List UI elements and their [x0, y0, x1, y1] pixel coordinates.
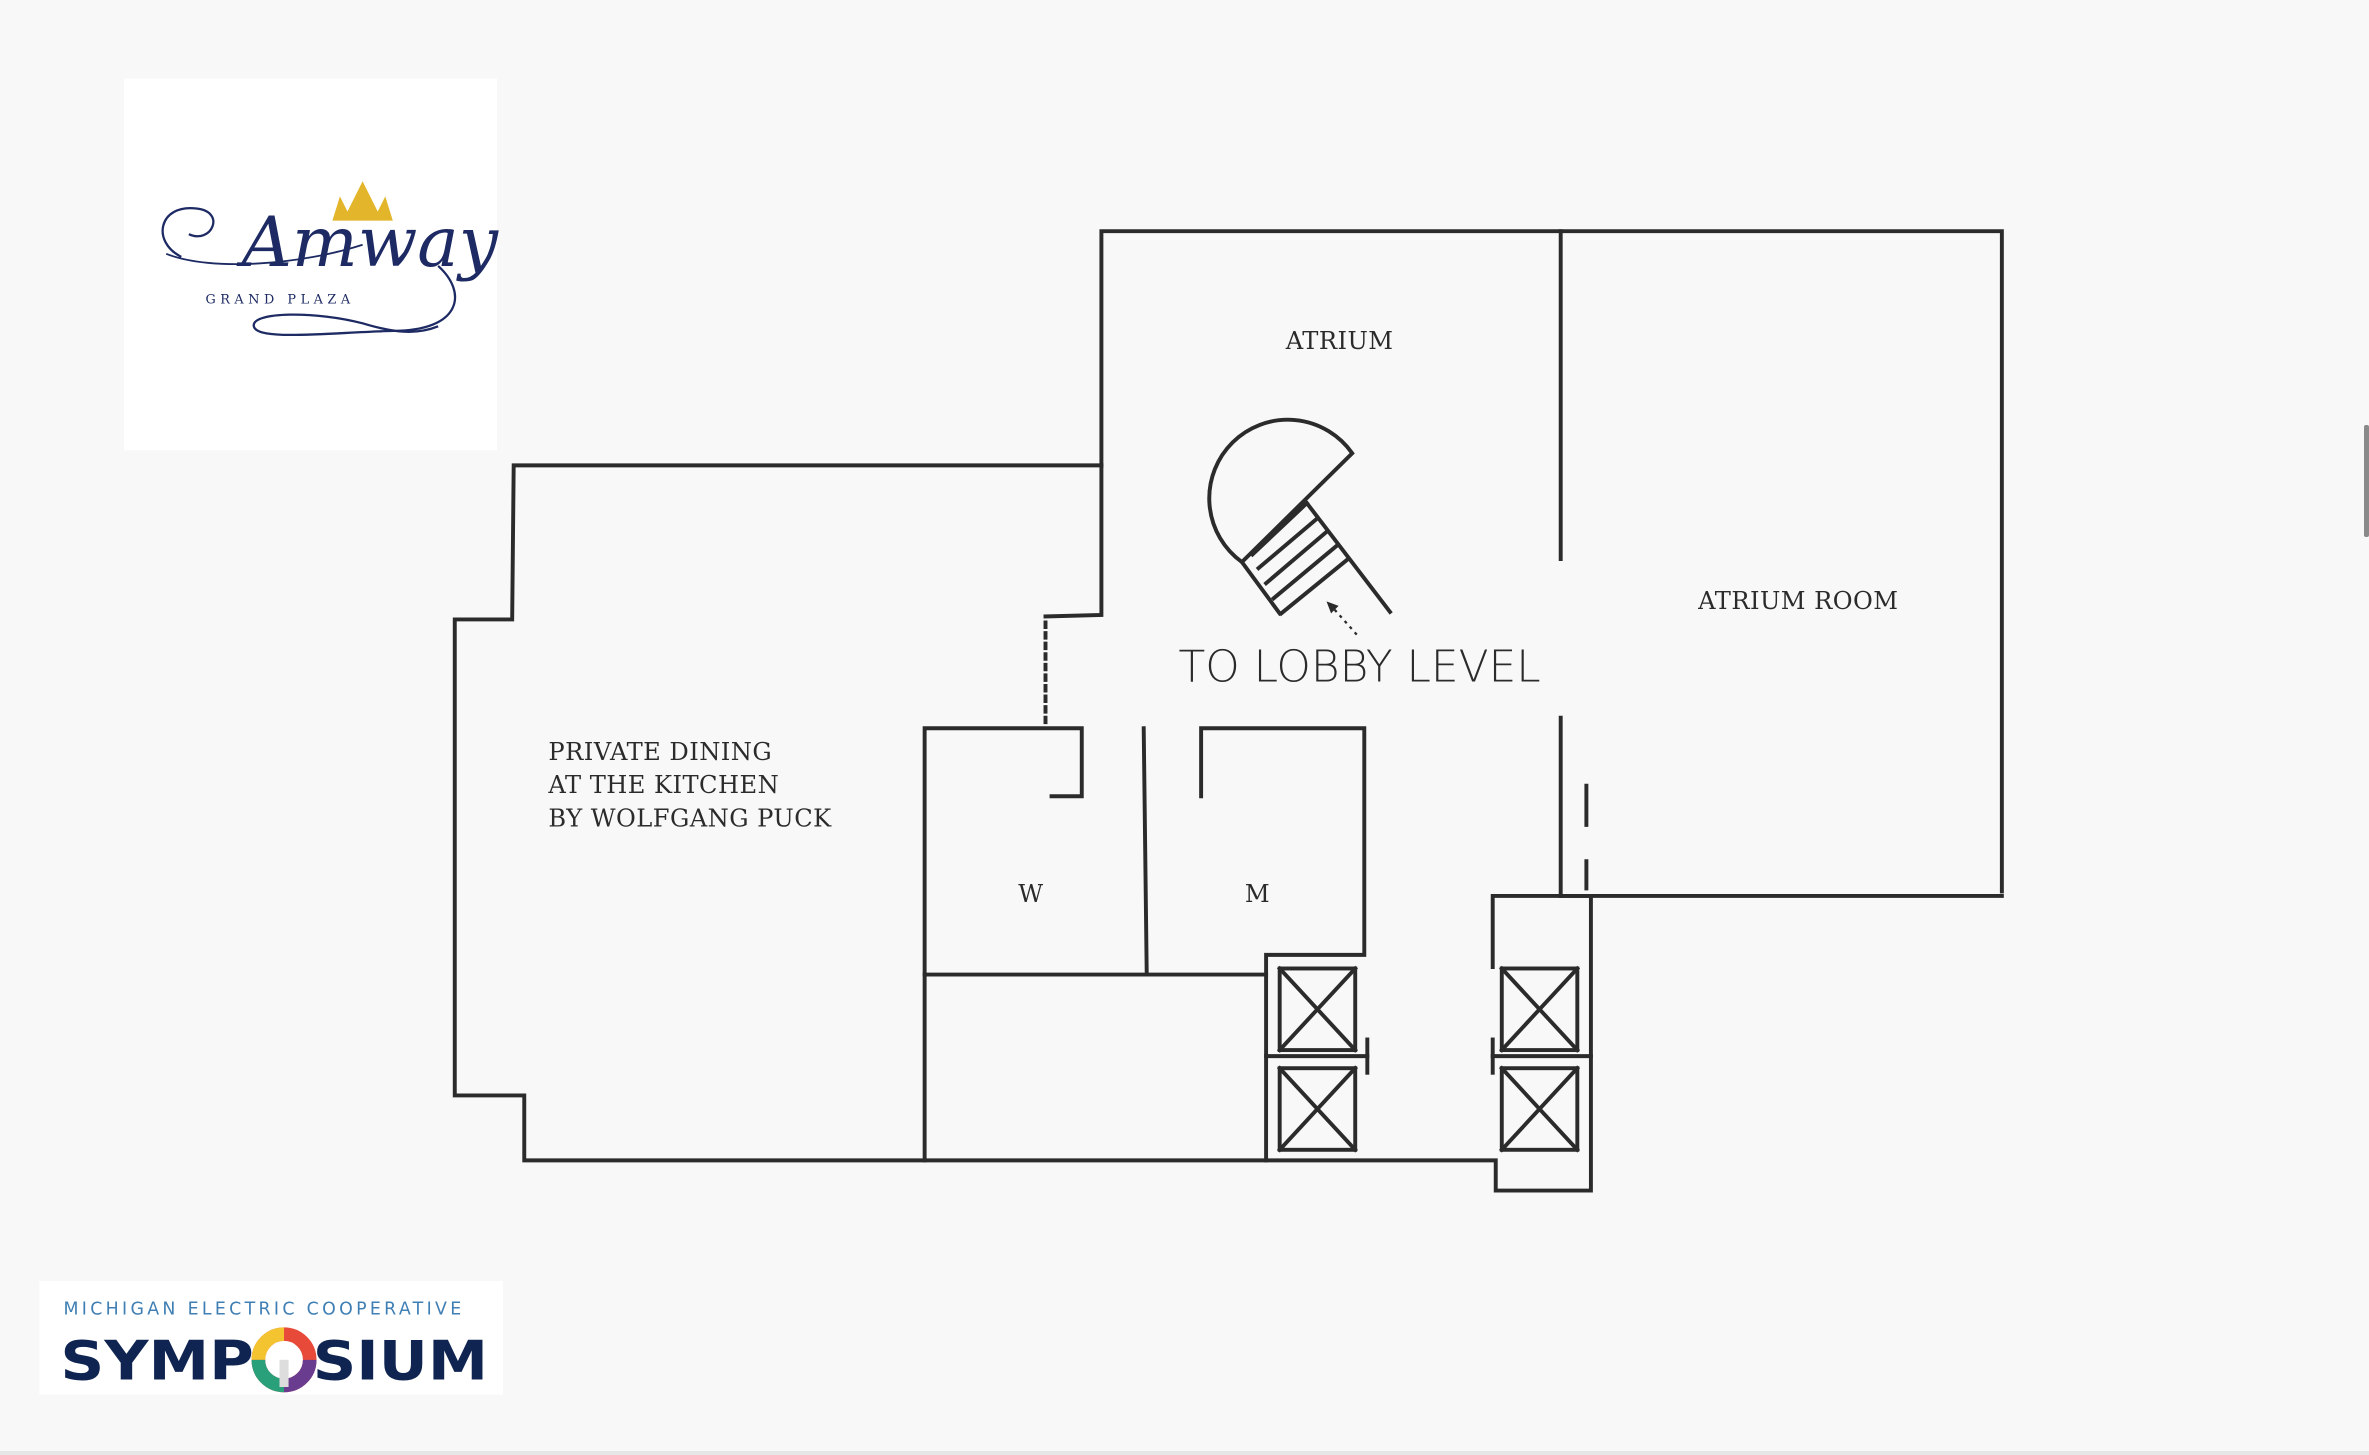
scrollbar[interactable]: [2364, 425, 2369, 537]
page-bottom-divider: [0, 1451, 2369, 1455]
room-label-atrium: ATRIUM: [1285, 327, 1394, 355]
restroom-label-women: W: [1018, 880, 1043, 908]
elevator-icon: [1276, 1065, 1359, 1153]
symposium-logo: MICHIGAN ELECTRIC COOPERATIVE SYMP SIUM: [39, 1281, 504, 1395]
elevator-icon: [1499, 1065, 1581, 1153]
arrow-icon: [1331, 606, 1358, 636]
room-label-atrium-room: ATRIUM ROOM: [1697, 587, 1898, 615]
elevator-icon: [1499, 965, 1581, 1053]
elevators: [1276, 965, 1581, 1153]
walls: [452, 229, 2004, 1193]
lightbulb-icon: [251, 1327, 317, 1393]
restroom-label-men: M: [1245, 880, 1270, 908]
room-label-private-dining-1: PRIVATE DINING: [548, 738, 772, 766]
grand-plaza-text: GRAND PLAZA: [205, 293, 354, 308]
amway-grand-plaza-logo: Amway GRAND PLAZA: [123, 78, 499, 451]
room-label-private-dining-2: AT THE KITCHEN: [547, 771, 779, 799]
room-label-private-dining-3: BY WOLFGANG PUCK: [548, 804, 832, 832]
symposium-tagline: MICHIGAN ELECTRIC COOPERATIVE: [63, 1299, 464, 1319]
elevator-icon: [1276, 965, 1359, 1053]
staircase-icon: [1207, 417, 1393, 636]
to-lobby-level-label: TO LOBBY LEVEL: [1178, 641, 1540, 692]
symposium-word-left: SYMP: [60, 1329, 253, 1392]
symposium-word-right: SIUM: [313, 1329, 488, 1392]
crown-icon: [332, 181, 393, 221]
